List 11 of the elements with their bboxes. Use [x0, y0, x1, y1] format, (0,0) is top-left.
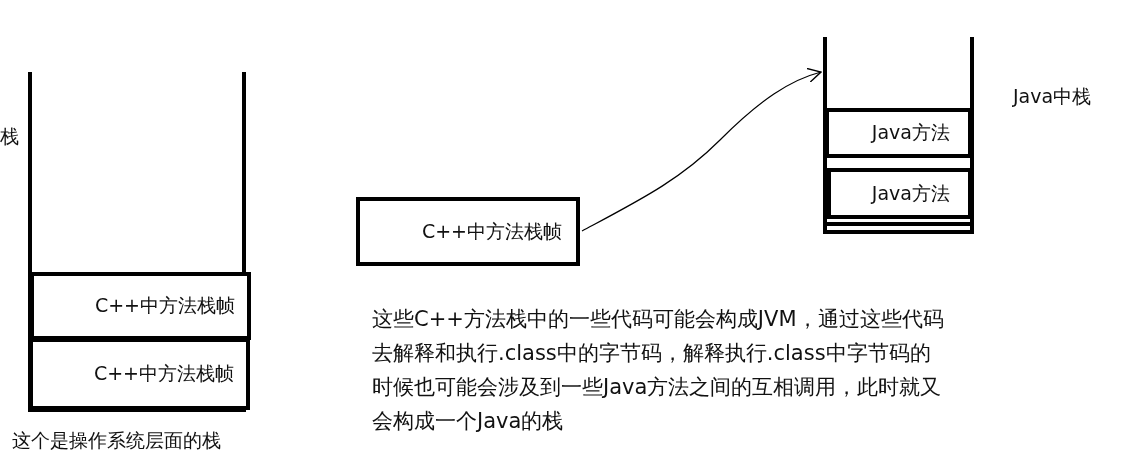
label: 栈 — [0, 124, 19, 149]
node-label: Java中栈 — [1013, 84, 1092, 109]
description-text: 这些C++方法栈中的一些代码可能会构成JVM，通过这些代码去解释和执行.class中的字节码，解释执行.class中字节码的时候也可能会涉及到一些Java方法之间的互相调用，此时就又会构成一个Java的栈 — [372, 306, 944, 435]
node-label: 这个是操作系统层面的栈 — [12, 428, 221, 453]
stack-outline — [823, 37, 974, 234]
stack-frame: C++中方法栈帧 — [30, 272, 251, 340]
stack-frame: Java方法 — [825, 108, 972, 158]
process-box: C++中方法栈帧 — [356, 197, 580, 266]
stack-frame: Java方法 — [827, 168, 972, 219]
stack-frame: C++中方法栈帧 — [29, 338, 250, 410]
arrow — [581, 68, 822, 232]
